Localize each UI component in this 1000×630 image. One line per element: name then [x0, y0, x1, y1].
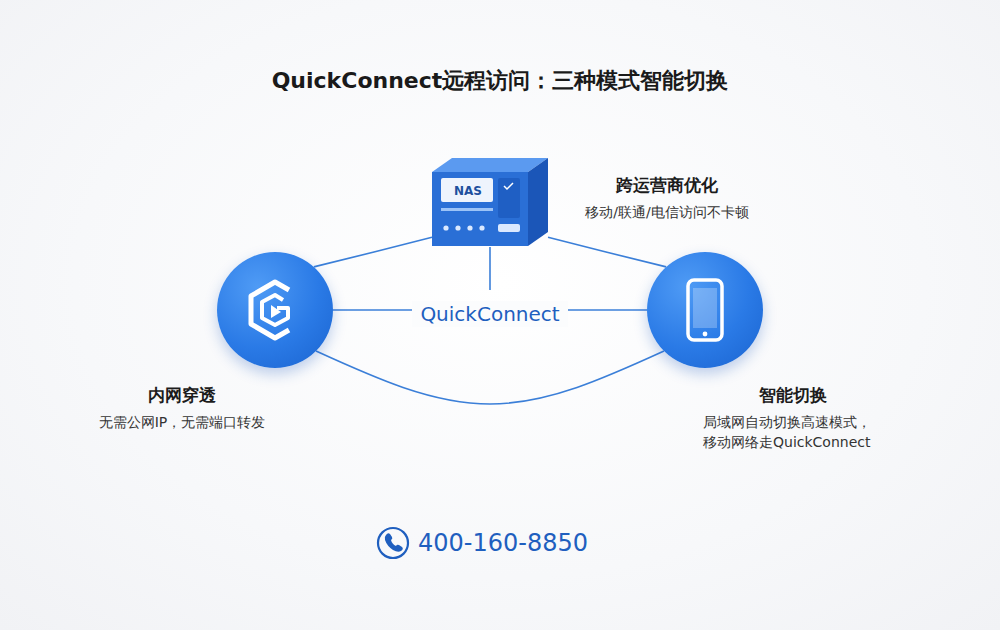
nas-status-led — [479, 225, 484, 230]
icon-illustration — [217, 252, 333, 368]
mode-circle: 智能切换局域网自动切换高速模式， 移动网络走QuickConnect — [647, 252, 763, 368]
nas-check-mark — [504, 183, 513, 189]
phone-home-button — [703, 332, 708, 337]
logo-outer-hex — [251, 282, 289, 338]
device-label: NAS — [444, 180, 492, 202]
phone-figure — [688, 280, 722, 340]
leader-line — [489, 247, 491, 290]
nas-name-plate — [441, 178, 493, 202]
nas-drive-slot — [498, 178, 520, 218]
mode-circle: 内网穿透无需公网IP，无需端口转发 — [217, 252, 333, 368]
nas-status-led — [455, 225, 460, 230]
nas-vent-bar — [441, 208, 493, 211]
connector-line — [314, 237, 432, 267]
mode-description: 无需公网IP，无需端口转发 — [57, 412, 307, 432]
connector-line — [548, 237, 666, 267]
phone-number: 400-160-8850 — [418, 528, 618, 558]
quickconnect-logo — [251, 282, 289, 338]
connector-line — [316, 351, 664, 404]
mode-description: 移动/联通/电信访问不卡顿 — [552, 202, 782, 222]
mode-heading: 智能切换 — [703, 384, 883, 406]
nas-illustration — [432, 158, 548, 246]
connector-label: QuickConnect — [412, 301, 567, 327]
phone-icon-ring — [378, 528, 408, 558]
nas-device: 跨运营商优化移动/联通/电信访问不卡顿 — [432, 158, 548, 246]
logo-inner-hex — [262, 295, 288, 325]
logo-play-mark — [271, 305, 281, 318]
phone-body — [688, 280, 722, 340]
mode-description: 局域网自动切换高速模式， 移动网络走QuickConnect — [703, 412, 883, 452]
nas-top-face — [432, 158, 548, 172]
diagram-title: QuickConnect远程访问：三种模式智能切换 — [0, 66, 1000, 96]
icon-illustration — [647, 252, 763, 368]
phone-screen — [693, 288, 717, 328]
nas-status-led — [467, 225, 472, 230]
nas-status-led — [443, 225, 448, 230]
phone-handset-icon — [385, 533, 403, 552]
mode-heading: 内网穿透 — [57, 384, 307, 406]
node-caption: 内网穿透无需公网IP，无需端口转发 — [57, 384, 307, 432]
nas-button — [498, 224, 520, 232]
nas-side-face — [528, 158, 548, 246]
nas-front-face — [432, 172, 528, 246]
node-caption: 智能切换局域网自动切换高速模式， 移动网络走QuickConnect — [703, 384, 883, 452]
mode-heading: 跨运营商优化 — [552, 174, 782, 196]
node-caption: 跨运营商优化移动/联通/电信访问不卡顿 — [552, 174, 782, 222]
